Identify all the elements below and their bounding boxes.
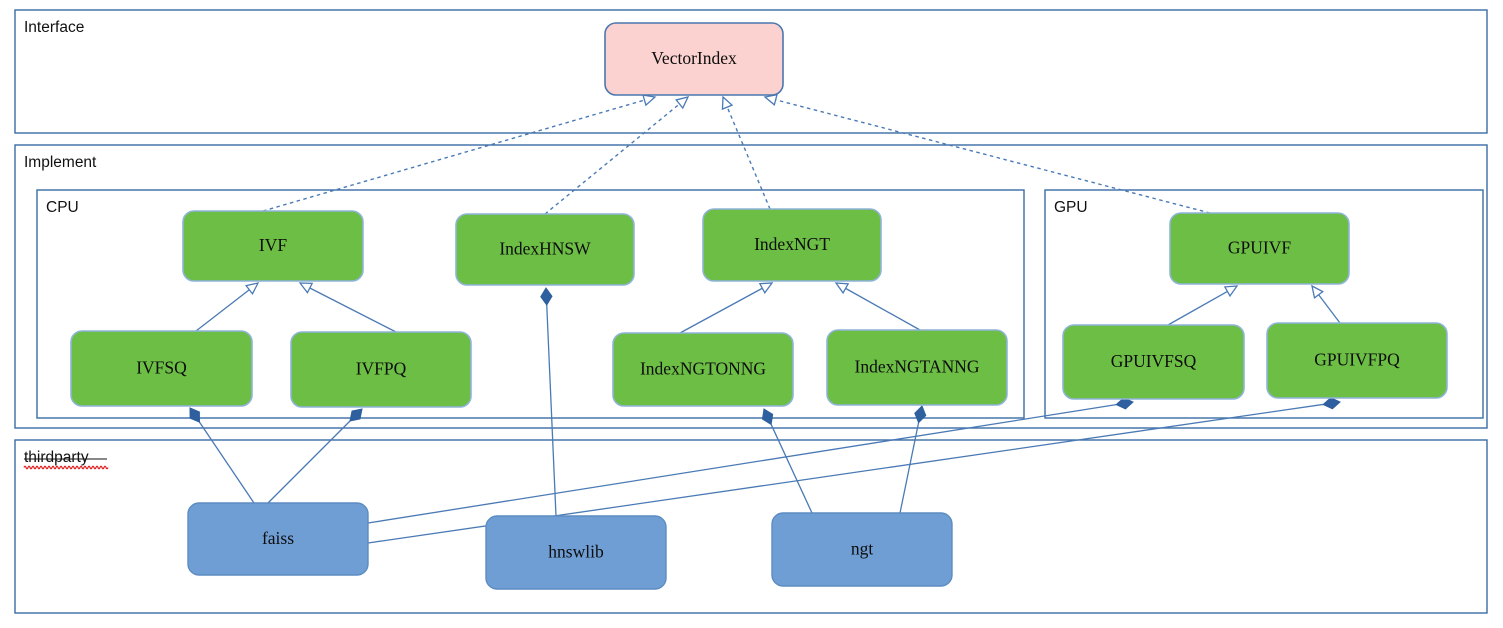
edge-line-inheritance [195,289,250,332]
node-ngt[interactable]: ngt [771,512,953,587]
node-indexngtanng[interactable]: IndexNGTANNG [826,329,1008,406]
edge-ivfsq-to-ivf [195,282,260,332]
edge-line-inheritance [679,287,763,334]
node-gpuivfsq[interactable]: GPUIVFSQ [1062,324,1245,400]
edge-ngt-to-indexngtanng [899,405,927,514]
edge-gpuivfpq-to-gpuivf [1311,284,1341,324]
filled-diamond-marker-icon [914,405,927,424]
node-gpuivf[interactable]: GPUIVF [1169,212,1350,285]
edge-line-composition [367,404,1117,524]
node-box-ivfsq[interactable] [70,330,253,407]
node-box-gpuivfsq[interactable] [1062,324,1245,400]
edge-indexngtonng-to-indexngt [679,282,774,334]
hollow-triangle-arrowhead-icon [758,282,774,295]
node-indexngtonng[interactable]: IndexNGTONNG [612,332,794,407]
filled-diamond-marker-icon [1322,397,1341,410]
edge-gpuivfsq-to-gpuivf [1167,285,1239,326]
container-label-interface: Interface [24,19,84,36]
node-box-ivfpq[interactable] [290,331,472,408]
node-box-hnswlib[interactable] [485,515,667,590]
container-label-gpu: GPU [1054,199,1088,216]
node-ivfsq[interactable]: IVFSQ [70,330,253,407]
hollow-triangle-arrowhead-icon [1223,285,1239,298]
node-label-gpuivf: GPUIVF [1228,238,1291,258]
hollow-triangle-arrowhead-icon [642,94,657,107]
node-label-indexngt: IndexNGT [754,234,830,254]
node-box-indexngt[interactable] [702,208,882,282]
edge-line-composition [899,422,920,514]
node-indexngt[interactable]: IndexNGT [702,208,882,282]
edge-line-inheritance [845,287,921,331]
node-label-vectorindex: VectorIndex [651,48,737,68]
hollow-triangle-arrowhead-icon [298,282,314,294]
node-ivf[interactable]: IVF [182,210,364,282]
edge-indexngt-to-vectorindex [721,95,771,210]
node-label-gpuivfpq: GPUIVFPQ [1314,350,1400,370]
spellcheck-underline-thirdparty [23,465,109,470]
hollow-triangle-arrowhead-icon [1311,284,1324,300]
edge-line-composition [546,304,557,517]
node-box-ngt[interactable] [771,512,953,587]
container-label-implement: Implement [24,154,97,171]
node-label-ivf: IVF [259,235,287,255]
node-gpuivfpq[interactable]: GPUIVFPQ [1266,322,1448,399]
hollow-triangle-arrowhead-icon [721,95,734,111]
edge-line-composition [198,421,255,504]
node-box-gpuivf[interactable] [1169,212,1350,285]
edge-line-realization [544,103,680,215]
edge-ivfpq-to-ivf [298,282,397,333]
hollow-triangle-arrowhead-icon [244,282,260,296]
node-label-gpuivfsq: GPUIVFSQ [1111,351,1197,371]
edge-line-inheritance [1167,290,1228,326]
filled-diamond-marker-icon [189,407,201,423]
edge-faiss-to-ivfpq [267,408,363,504]
edge-line-realization [726,106,771,210]
node-label-indexngtanng: IndexNGTANNG [855,357,980,377]
node-box-vectorindex[interactable] [604,22,784,96]
node-box-ivf[interactable] [182,210,364,282]
node-box-faiss[interactable] [187,502,369,576]
node-label-ngt: ngt [851,539,874,559]
node-box-indexngtonng[interactable] [612,332,794,407]
hollow-triangle-arrowhead-icon [763,93,778,106]
edge-line-inheritance [309,287,397,333]
node-ivfpq[interactable]: IVFPQ [290,331,472,408]
node-indexhnsw[interactable]: IndexHNSW [455,213,635,286]
node-box-gpuivfpq[interactable] [1266,322,1448,399]
node-vectorindex[interactable]: VectorIndex [604,22,784,96]
node-box-indexngtanng[interactable] [826,329,1008,406]
hollow-triangle-arrowhead-icon [675,96,690,110]
node-hnswlib[interactable]: hnswlib [485,515,667,590]
edge-indexngtanng-to-indexngt [834,282,921,331]
filled-diamond-marker-icon [349,408,363,422]
edge-line-realization [262,99,645,212]
node-box-indexhnsw[interactable] [455,213,635,286]
edge-line-composition [770,424,813,514]
container-label-cpu: CPU [46,199,79,216]
filled-diamond-marker-icon [761,408,774,426]
edge-gpuivf-to-vectorindex [763,93,1211,214]
edge-line-composition [267,420,351,504]
edge-ngt-to-indexngtonng [761,408,813,514]
node-label-ivfpq: IVFPQ [356,359,407,379]
edge-line-inheritance [1318,294,1341,324]
container-label-thirdparty: thirdparty [24,449,89,466]
edge-faiss-to-ivfsq [189,407,255,504]
node-label-ivfsq: IVFSQ [136,358,187,378]
edge-line-realization [775,99,1211,214]
edge-ivf-to-vectorindex [262,94,657,212]
edge-indexhnsw-to-vectorindex [544,96,690,215]
node-label-hnswlib: hnswlib [548,542,604,562]
node-label-faiss: faiss [262,528,294,548]
node-faiss[interactable]: faiss [187,502,369,576]
hollow-triangle-arrowhead-icon [834,282,850,295]
node-label-indexngtonng: IndexNGTONNG [640,359,766,379]
edge-hnswlib-to-indexhnsw [540,287,557,517]
node-label-indexhnsw: IndexHNSW [499,239,591,259]
filled-diamond-marker-icon [540,287,553,306]
